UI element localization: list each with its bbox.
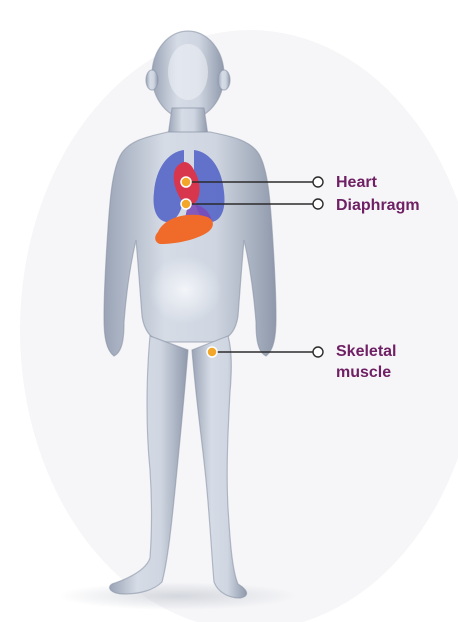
diaphragm-marker-icon	[181, 199, 191, 209]
heart-end-circle-icon	[313, 177, 323, 187]
abdomen-highlight	[149, 256, 221, 324]
skeletal-marker-icon	[207, 347, 217, 357]
background-haze	[20, 30, 458, 622]
left-ear	[146, 70, 158, 90]
skeletal-muscle-label: Skeletal muscle	[336, 341, 396, 383]
skeletal-muscle-label-line1: Skeletal	[336, 341, 396, 362]
heart-label: Heart	[336, 172, 377, 193]
diaphragm-label: Diaphragm	[336, 195, 420, 216]
diaphragm-end-circle-icon	[313, 199, 323, 209]
skeletal-end-circle-icon	[313, 347, 323, 357]
face-highlight	[168, 44, 208, 100]
skeletal-muscle-label-line2: muscle	[336, 362, 396, 383]
ground-shadow	[58, 582, 298, 610]
right-ear	[218, 70, 230, 90]
heart-marker-icon	[181, 177, 191, 187]
